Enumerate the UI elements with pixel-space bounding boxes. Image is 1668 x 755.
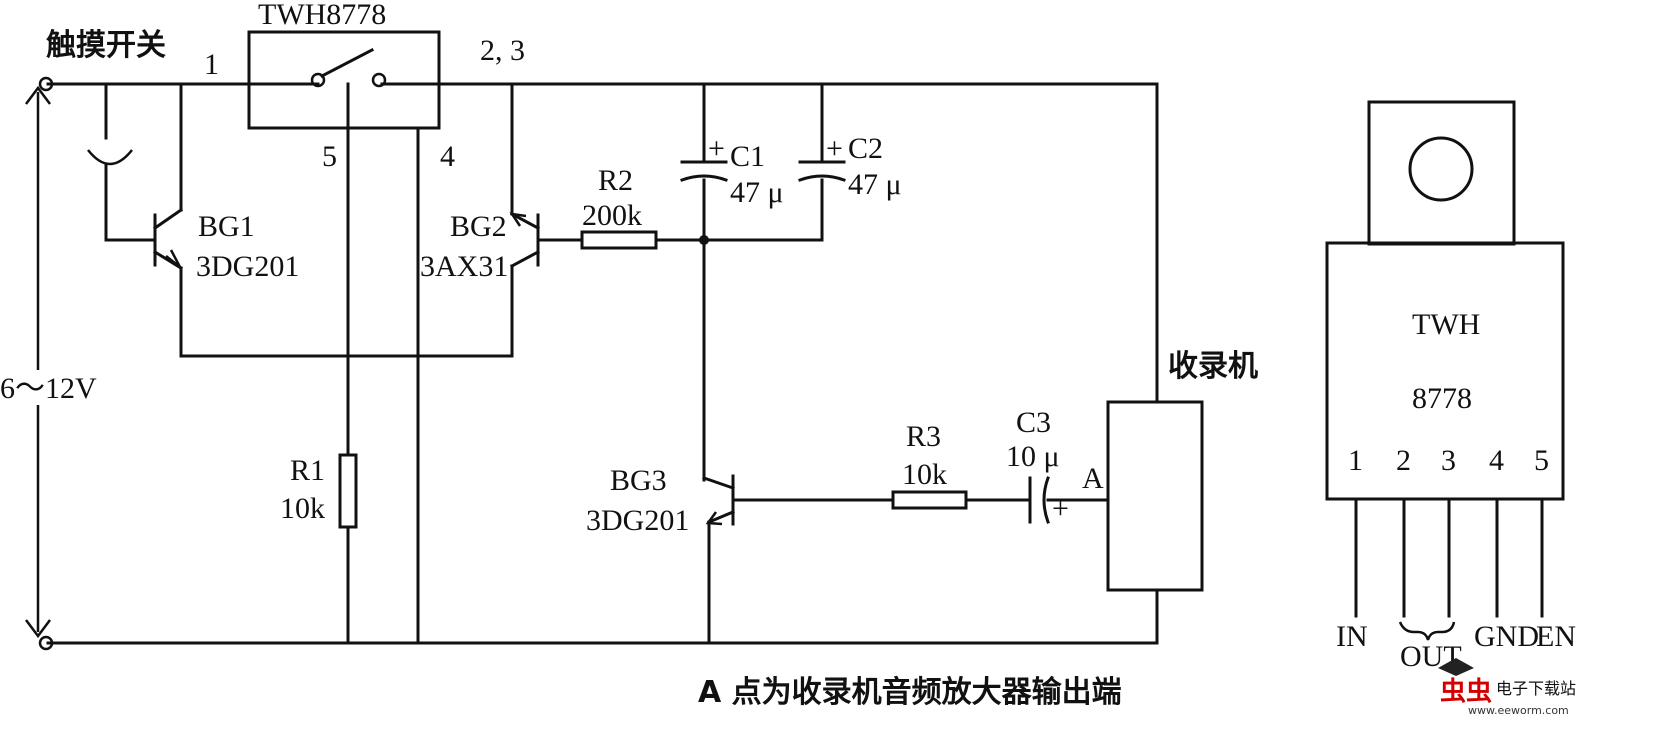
r2-name: R2: [598, 164, 633, 197]
package-pin-number: 1: [1348, 444, 1363, 477]
svg-text:+: +: [1052, 492, 1069, 525]
point-a-label: A: [1082, 462, 1104, 495]
watermark-logo: 虫虫: [1440, 677, 1492, 707]
wires: [46, 82, 1159, 645]
ic-twh8778-symbol: [247, 30, 441, 130]
package-pin-number: 5: [1534, 444, 1549, 477]
svg-text:+: +: [826, 132, 843, 165]
capacitor-c1: +: [680, 132, 728, 182]
r3-name: R3: [906, 420, 941, 453]
transistor-bg2: [509, 211, 541, 269]
recorder-label: 收录机: [1168, 349, 1258, 384]
package-pin-label-en: EN: [1536, 620, 1576, 653]
c1-value: 47 μ: [730, 176, 784, 209]
c3-value: 10 μ: [1006, 440, 1060, 473]
bg3-part: 3DG201: [586, 504, 689, 537]
bg1-name: BG1: [198, 210, 255, 243]
ic-name-label: TWH8778: [258, 0, 386, 31]
package-line1: TWH: [1412, 308, 1480, 341]
caption: A 点为收录机音频放大器输出端: [698, 675, 1122, 710]
package-line2: 8778: [1412, 382, 1472, 415]
pin-5-label: 5: [322, 140, 337, 173]
bg1-part: 3DG201: [196, 250, 299, 283]
r3-value: 10k: [902, 458, 947, 491]
package-pin-number: 3: [1441, 444, 1456, 477]
pin-23-label: 2, 3: [480, 34, 525, 67]
bg2-part: 3AX31: [420, 250, 508, 283]
svg-text:+: +: [708, 132, 725, 165]
bg2-name: BG2: [450, 210, 507, 243]
pin-4-label: 4: [440, 140, 455, 173]
watermark-text: 电子下载站: [1496, 679, 1576, 698]
watermark: 虫虫 电子下载站 www.eeworm.com: [1438, 658, 1576, 717]
capacitor-c2: +: [798, 132, 846, 182]
resistor-r1: [338, 453, 358, 529]
r1-name: R1: [290, 454, 325, 487]
transistor-bg3: [702, 474, 735, 526]
junction-dot: [699, 235, 709, 245]
graduation-cap-icon: [1438, 658, 1474, 676]
supply-voltage-label: 6～12V: [0, 372, 97, 405]
pin-1-label: 1: [204, 48, 219, 81]
capacitor-c3: +: [1028, 476, 1069, 525]
recorder-box: [1106, 400, 1204, 592]
package-pin-label-gnd: GND: [1474, 620, 1539, 653]
c2-name: C2: [848, 132, 883, 165]
package-pin-number: 4: [1489, 444, 1504, 477]
supply-terminals: [25, 76, 54, 651]
package-pin-label-in: IN: [1336, 620, 1368, 653]
transistor-bg1: [152, 207, 184, 271]
c1-name: C1: [730, 140, 765, 173]
r1-value: 10k: [280, 492, 325, 525]
resistor-r2: [580, 230, 658, 250]
bg3-name: BG3: [610, 464, 667, 497]
ic-package-drawing: [1325, 100, 1565, 641]
touch-switch-label: 触摸开关: [46, 28, 166, 63]
watermark-url: www.eeworm.com: [1468, 704, 1569, 717]
c2-value: 47 μ: [848, 168, 902, 201]
resistor-r3: [891, 490, 968, 510]
r2-value: 200k: [582, 199, 642, 232]
c3-name: C3: [1016, 406, 1051, 439]
package-pin-number: 2: [1396, 444, 1411, 477]
